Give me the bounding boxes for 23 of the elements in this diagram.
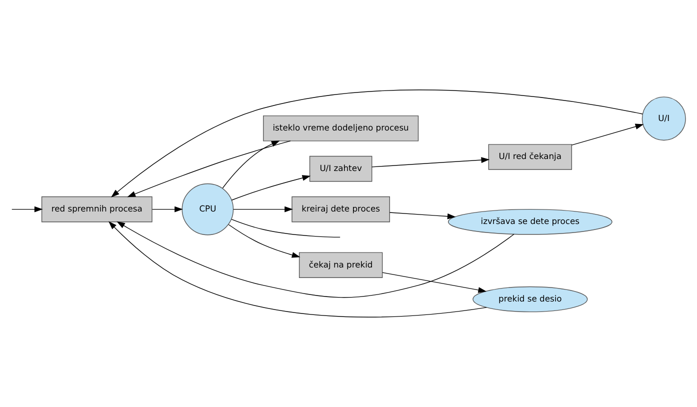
arrow [233,206,293,212]
arrow [110,90,643,198]
node-circle: U/I [642,96,686,141]
arrow [222,140,280,188]
node-circle: CPU [182,183,234,236]
connector [231,218,340,238]
arrow [389,212,456,220]
arrow [372,157,490,168]
arrow [116,221,514,298]
arrow [231,175,311,200]
arrow [382,272,487,293]
arrow [228,224,300,258]
arrow [571,124,644,146]
node-box: kreiraj dete proces [292,196,390,222]
node-box: U/I zahtev [309,156,372,182]
node-box: isteklo vreme dodeljeno procesu [263,115,419,142]
node-box: U/I red čekanja [488,144,572,170]
arrow [108,221,487,318]
arrow [127,140,291,198]
arrow [152,206,183,212]
arrow [12,206,43,212]
node-box: čekaj na prekid [298,252,383,278]
node-box: red spremnih procesa [41,196,152,222]
